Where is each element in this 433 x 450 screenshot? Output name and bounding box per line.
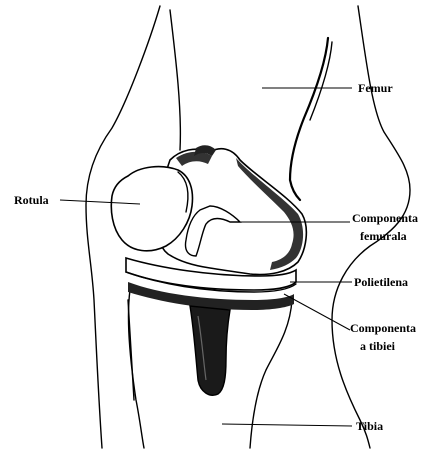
label-componenta-femurala-line1: Componenta xyxy=(352,211,418,225)
label-rotula: Rotula xyxy=(14,193,49,207)
label-componenta-tibiei-line1: Componenta xyxy=(350,321,416,335)
label-componenta-tibiei-line2: a tibiei xyxy=(360,339,396,353)
label-tibia: Tibia xyxy=(356,419,383,433)
tibial-component xyxy=(128,282,294,395)
label-componenta-femurala-line2: femurala xyxy=(360,229,407,243)
label-femur: Femur xyxy=(358,81,393,95)
label-polietilena: Polietilena xyxy=(354,275,408,289)
leader-componenta-tibiei xyxy=(284,294,350,330)
leader-tibia xyxy=(222,424,352,426)
